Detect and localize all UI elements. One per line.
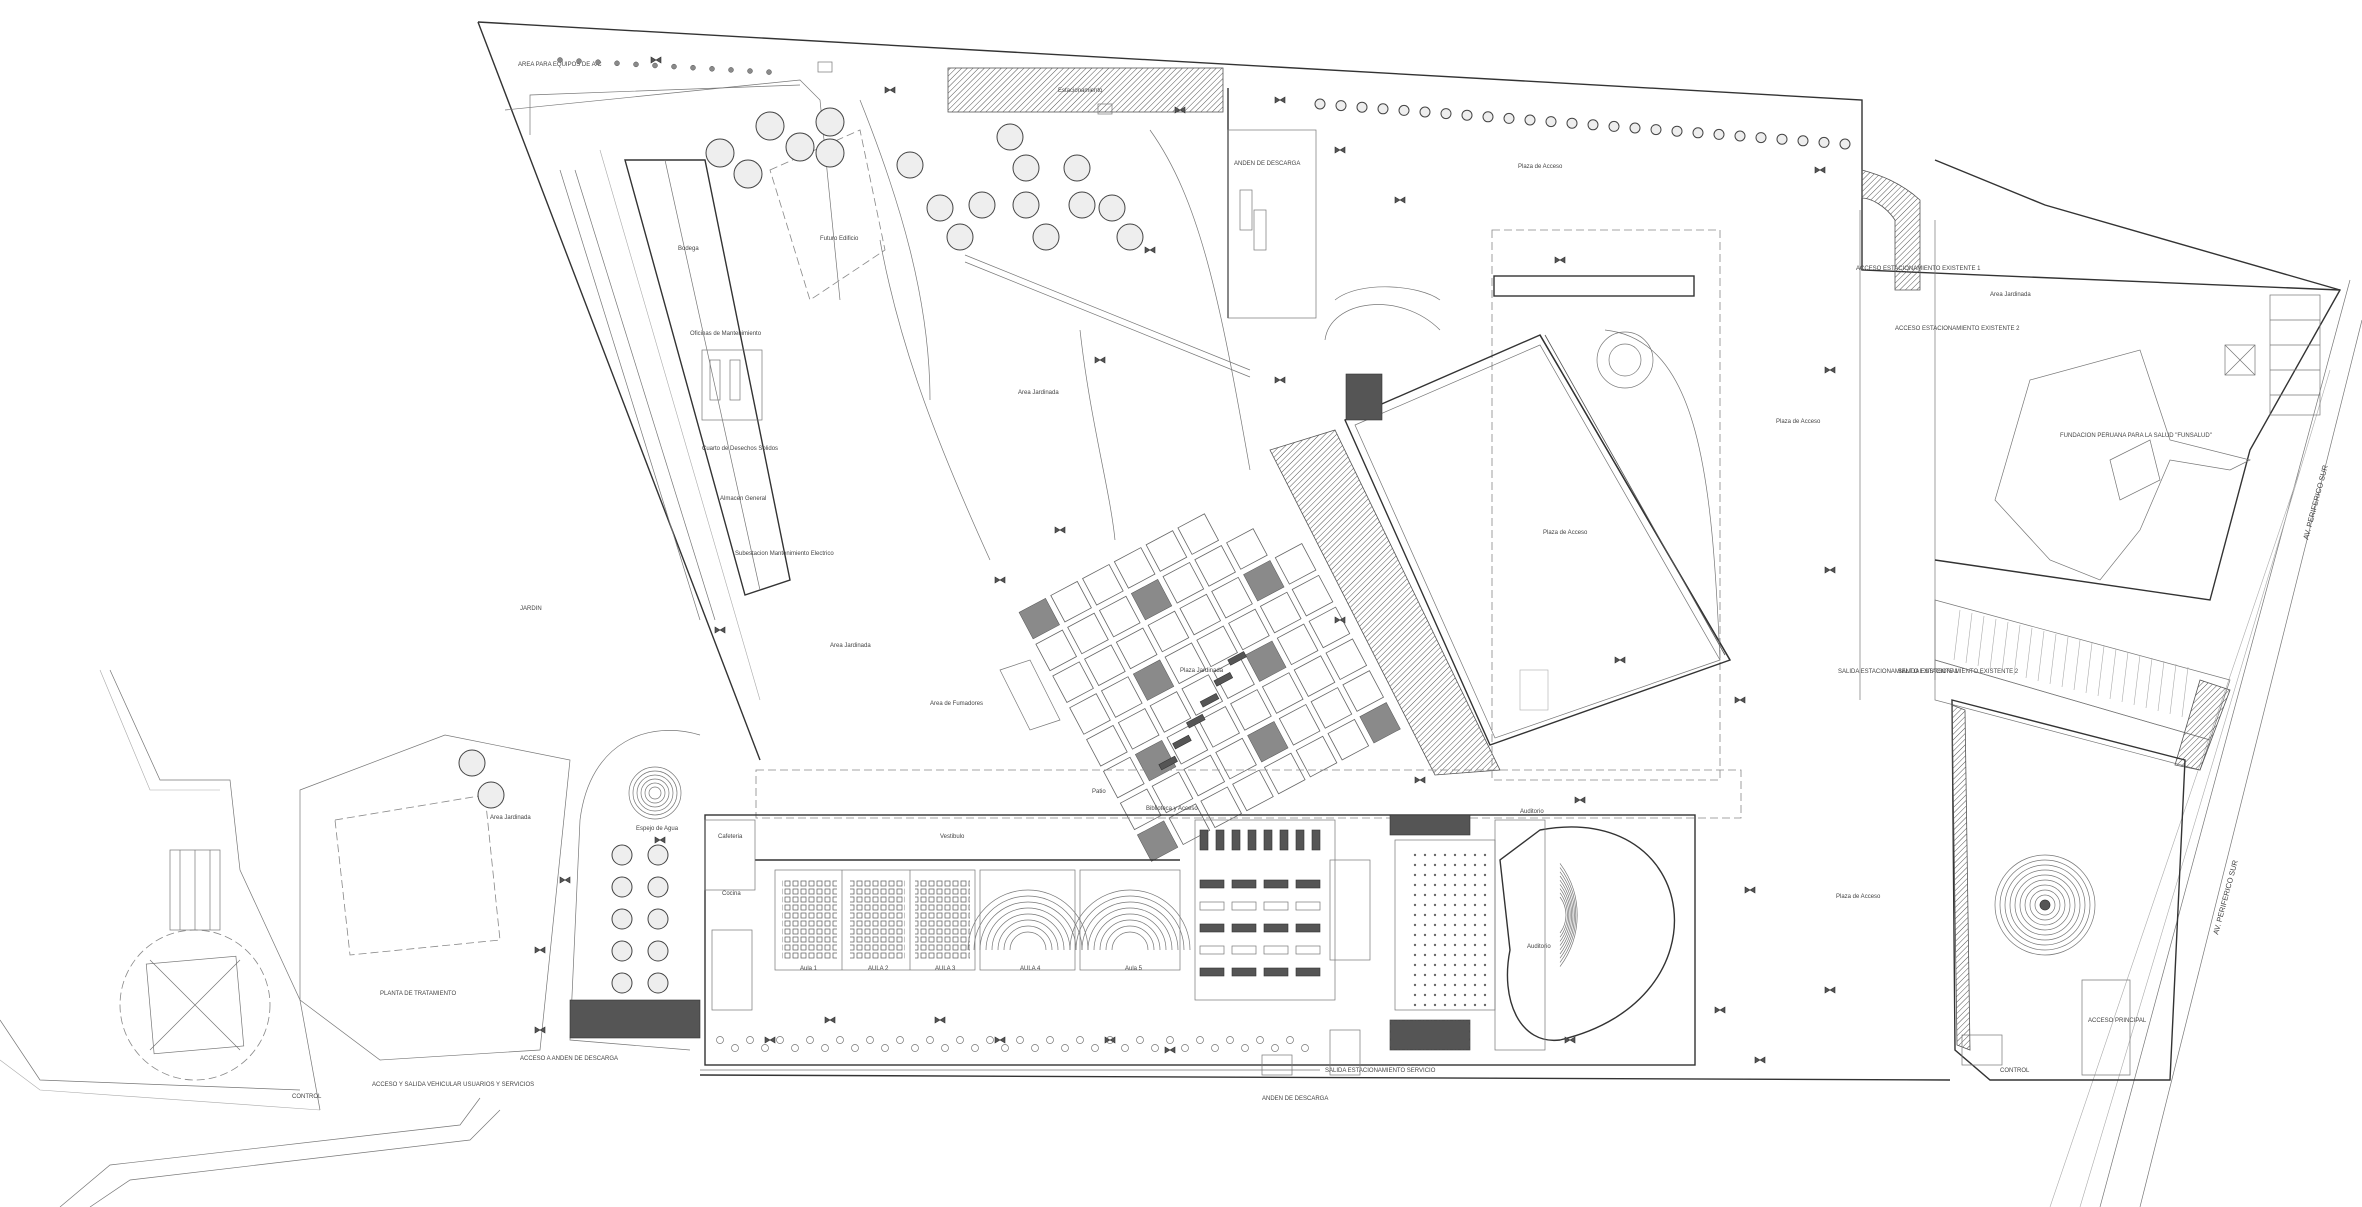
auditorium-seats: [1559, 863, 1578, 967]
plaza-acceso-top-label: Plaza de Acceso: [1518, 164, 1563, 170]
parking-lot-right: [1934, 599, 2231, 771]
aula-1-label: Aula 1: [800, 966, 818, 972]
top-strip: AREA PARA EQUIPOS DE A/C Estacionamiento…: [518, 61, 1317, 319]
plaza-jardinada-label: Plaza Jardinada: [1180, 668, 1224, 674]
vestibulo-label: Vestibulo: [940, 834, 965, 840]
aula-4-seats: [967, 889, 1089, 951]
acceso-est-1-label: ACCESO ESTACIONAMIENTO EXISTENTE 1: [1856, 266, 1981, 272]
water-mirror: [628, 766, 682, 820]
acceso-est-2-label: ACCESO ESTACIONAMIENTO EXISTENTE 2: [1895, 326, 2020, 332]
aulas: Aula 1 AULA 2 AULA 3 AULA 4 Aula 5: [774, 869, 1191, 972]
neighbour-plot: CONTROL: [99, 669, 322, 1111]
avenue-label-1: AV. PERIFERICO SUR: [2301, 464, 2330, 541]
plaza-acceso-lower-label: Plaza de Acceso: [1836, 894, 1881, 900]
plaza-acceso-center-label: Plaza de Acceso: [1543, 530, 1588, 536]
parking-strip: [947, 67, 1224, 113]
control-label-left: CONTROL: [292, 1094, 322, 1100]
patio-label: Patio: [1092, 789, 1106, 795]
fountain-circle: [1994, 854, 2096, 956]
area-equipos-label: AREA PARA EQUIPOS DE A/C: [518, 62, 602, 68]
salida-servicio-label: SALIDA ESTACIONAMIENTO SERVICIO: [1325, 1068, 1436, 1074]
plaza-jardinada: Plaza Jardinada Area de Fumadores: [930, 429, 1501, 862]
main-building: Patio Biblioteca y Acceso Auditorio Vest…: [699, 769, 1951, 1102]
garden-paths: Area Jardinada Area Jardinada: [830, 129, 1251, 649]
acceso-principal-label: ACCESO PRINCIPAL: [2088, 1018, 2147, 1024]
perimeter-trees: [557, 57, 1851, 150]
jardinada-right-label: Area Jardinada: [1990, 292, 2031, 298]
central-plaza: Plaza de Acceso: [1324, 229, 1732, 781]
acceso-anden-label: ACCESO A ANDEN DE DESCARGA: [520, 1056, 618, 1062]
aula-5-seats: [1069, 889, 1191, 951]
parking-ramp: ACCESO ESTACIONAMIENTO EXISTENTE 1 ACCES…: [1838, 169, 2020, 700]
future-building-label: Futuro Edificio: [820, 236, 859, 242]
salida-est-1-label: SALIDA ESTACIONAMIENTO EXISTENTE 1: [1838, 669, 1959, 675]
anden-bottom-label: ANDEN DE DESCARGA: [1262, 1096, 1328, 1102]
auditorio-label: Auditorio: [1527, 944, 1551, 950]
espejo-agua-label: Espejo de Agua: [636, 826, 679, 832]
plaza-acceso-right-label: Plaza de Acceso: [1776, 419, 1821, 425]
aula-4-label: AULA 4: [1020, 966, 1041, 972]
aula-2-label: AULA 2: [868, 966, 889, 972]
level-markers: [534, 56, 1836, 1064]
auditorium: Auditorio: [1389, 814, 1676, 1051]
fountain-trees: [611, 844, 669, 994]
anden-top-label: ANDEN DE DESCARGA: [1234, 161, 1300, 167]
jardin-label: JARDIN: [520, 606, 542, 612]
aula-5-label: Aula 5: [1125, 966, 1143, 972]
service-block: Bodega Oficinas de Mantenimiento Cuarto …: [559, 149, 834, 701]
lower-left-garden: Area Jardinada PLANTA DE TRATAMIENTO ACC…: [299, 606, 571, 1088]
parking-bays-right: [2269, 294, 2321, 416]
bodega-label: Bodega: [678, 246, 699, 252]
planta-tratamiento-label: PLANTA DE TRATAMIENTO: [380, 991, 456, 997]
acceso-salida-label: ACCESO Y SALIDA VEHICULAR USUARIOS Y SER…: [372, 1082, 534, 1088]
avenue-label-2: AV. PERIFERICO SUR: [2211, 859, 2240, 936]
access-road: [0, 1019, 501, 1207]
parking-stripes: [1953, 609, 2189, 718]
espejo-agua: Espejo de Agua ACCESO A ANDEN DE DESCARG…: [520, 730, 701, 1062]
cafeteria-label: Cafeteria: [718, 834, 743, 840]
jardinada-lower-label: Area Jardinada: [490, 815, 531, 821]
funsalud-building: FUNDACION PERUANA PARA LA SALUD "FUNSALU…: [1934, 159, 2342, 601]
tree-cluster-top: [705, 107, 1144, 251]
jardinada-left-label: Area Jardinada: [830, 643, 871, 649]
auditorio-top-label: Auditorio: [1520, 809, 1544, 815]
cocina-label: Cocina: [722, 891, 741, 897]
area-fumadores-label: Area de Fumadores: [930, 701, 983, 707]
library-furniture: [1199, 829, 1321, 977]
almacen-label: Almacen General: [720, 496, 766, 502]
control-label-right: CONTROL: [2000, 1068, 2030, 1074]
plaza-acceso-top: Plaza de Acceso Plaza de Acceso Plaza de…: [1518, 164, 1881, 900]
funsalud-label: FUNDACION PERUANA PARA LA SALUD "FUNSALU…: [2060, 433, 2212, 439]
jardinada-center-label: Area Jardinada: [1018, 390, 1059, 396]
subestacion-label: Subestacion Mantenimiento Electrico: [735, 551, 834, 557]
oficinas-label: Oficinas de Mantenimiento: [690, 331, 762, 337]
salida-est-2-label: SALIDA ESTACIONAMIENTO EXISTENTE 2: [1898, 669, 2019, 675]
cuarto-desechos-label: Cuarto de Desechos Solidos: [702, 446, 778, 452]
biblioteca-label: Biblioteca y Acceso: [1146, 806, 1198, 812]
acceso-principal-plaza: ACCESO PRINCIPAL CONTROL: [1951, 699, 2186, 1081]
aula-3-label: AULA 3: [935, 966, 956, 972]
parking-label: Estacionamiento: [1058, 88, 1103, 94]
plaza-grid: [1018, 513, 1401, 862]
bottom-trees: [716, 1036, 1309, 1052]
